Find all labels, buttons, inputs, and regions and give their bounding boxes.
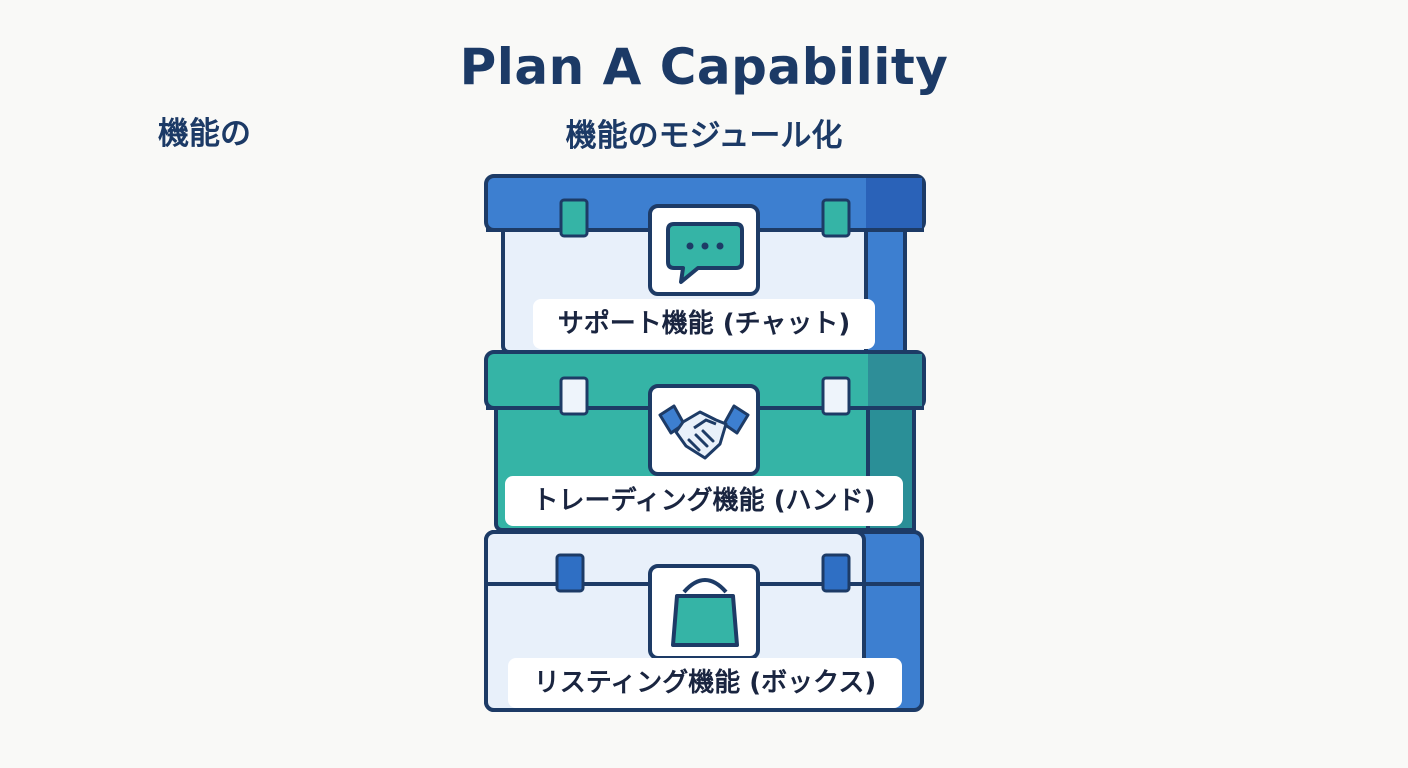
module-label-support: サポート機能 (チャット) (533, 299, 875, 349)
module-label-listing: リスティング機能 (ボックス) (508, 658, 902, 708)
page-subtitle: 機能のモジュール化 (565, 118, 843, 154)
module-label-trading: トレーディング機能 (ハンド) (505, 476, 903, 526)
chat-bubble-icon (666, 222, 744, 284)
page-title: Plan A Capability (459, 38, 949, 96)
handshake-icon (658, 404, 750, 460)
shopping-bag-icon (671, 578, 739, 647)
side-label: 機能の (158, 116, 251, 152)
